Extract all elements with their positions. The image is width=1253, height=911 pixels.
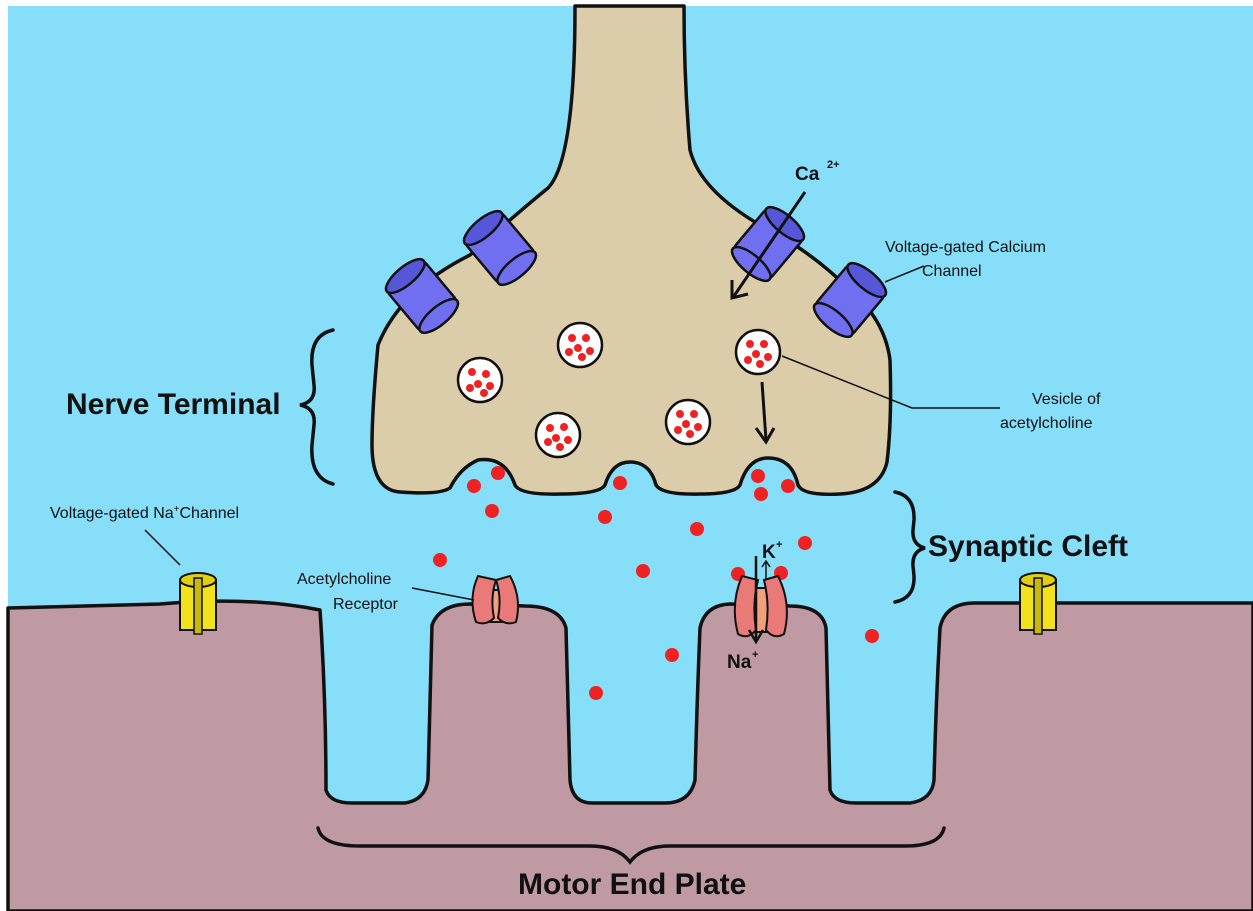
calcium-channel-label-line2: Channel — [922, 263, 982, 280]
calcium-channel-label-line1: Voltage-gated Calcium — [885, 239, 1046, 256]
synaptic-cleft-label: Synaptic Cleft — [928, 530, 1128, 563]
receptor-label-line2: Receptor — [333, 596, 399, 613]
vesicle — [666, 400, 710, 444]
potassium-ion-charge: + — [776, 539, 782, 551]
sodium-ion-charge: + — [752, 649, 758, 661]
sodium-channel-right — [1020, 573, 1056, 634]
acetylcholine-receptor-left — [472, 576, 518, 623]
sodium-channel-left — [180, 573, 216, 634]
vesicle-label-line2: acetylcholine — [1000, 415, 1093, 432]
sodium-channel-label-main: Voltage-gated Na — [50, 505, 174, 522]
vesicle-label-line1: Vesicle of — [1032, 391, 1101, 408]
vesicle — [458, 358, 502, 402]
sodium-channel-label: Voltage-gated Na+Channel — [50, 504, 239, 522]
receptor-label-line1: Acetylcholine — [297, 571, 391, 588]
potassium-ion-label: K — [762, 542, 776, 563]
calcium-ion-charge: 2+ — [827, 159, 840, 171]
calcium-ion-label: Ca — [795, 164, 820, 185]
vesicle — [736, 330, 780, 374]
sodium-channel-label-end: Channel — [180, 505, 240, 522]
vesicle — [558, 323, 602, 367]
vesicle — [536, 413, 580, 457]
sodium-ion-label: Na — [727, 652, 752, 673]
motor-end-plate-label: Motor End Plate — [518, 868, 746, 901]
nerve-terminal-label: Nerve Terminal — [66, 388, 281, 421]
